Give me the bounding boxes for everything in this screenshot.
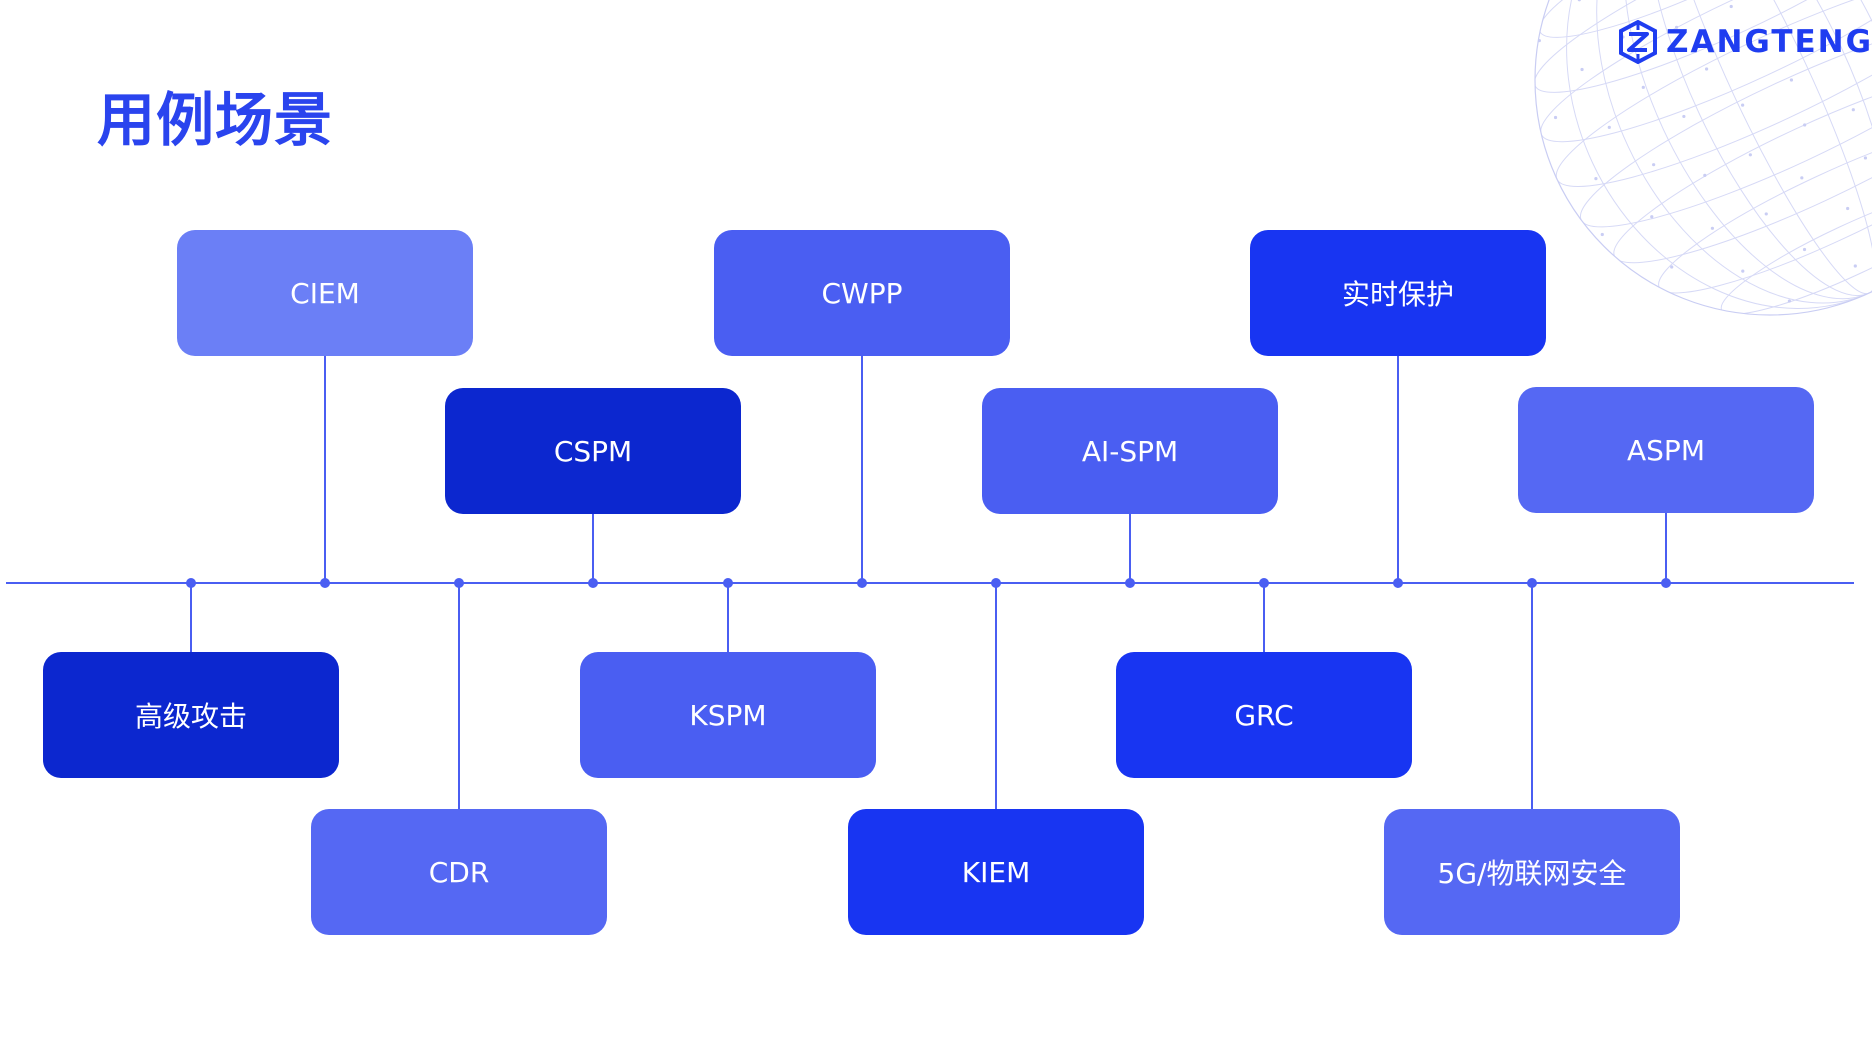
node-label: CDR bbox=[428, 855, 490, 889]
zangteng-logo-icon bbox=[1618, 20, 1658, 64]
node-grc: GRC bbox=[1116, 652, 1412, 778]
node-label: CSPM bbox=[553, 434, 633, 468]
junction-dot-ai-spm bbox=[1125, 578, 1135, 588]
node-label: KSPM bbox=[689, 698, 767, 732]
node-label: CWPP bbox=[821, 276, 903, 310]
node-kiem: KIEM bbox=[848, 809, 1144, 935]
node-cspm: CSPM bbox=[445, 388, 741, 514]
node-label: CIEM bbox=[290, 276, 360, 310]
junction-dot-aspm bbox=[1661, 578, 1671, 588]
junction-dot-advanced-attack bbox=[186, 578, 196, 588]
node-label: GRC bbox=[1234, 698, 1294, 732]
junction-dot-cspm bbox=[588, 578, 598, 588]
node-label: 高级攻击 bbox=[134, 700, 247, 733]
node-cdr: CDR bbox=[311, 809, 607, 935]
node-label: 实时保护 bbox=[1341, 278, 1454, 311]
logo-wordmark: ZANGTENG bbox=[1666, 24, 1872, 60]
node-realtime-protection: 实时保护 bbox=[1250, 230, 1546, 356]
node-5g-iot-security: 5G/物联网安全 bbox=[1384, 809, 1680, 935]
node-label: KIEM bbox=[961, 855, 1031, 889]
brand-logo: ZANGTENG bbox=[1618, 20, 1872, 64]
junction-dot-kiem bbox=[991, 578, 1001, 588]
junction-dot-ciem bbox=[320, 578, 330, 588]
node-aspm: ASPM bbox=[1518, 387, 1814, 513]
junction-dot-realtime-protection bbox=[1393, 578, 1403, 588]
junction-dot-kspm bbox=[723, 578, 733, 588]
node-ai-spm: AI-SPM bbox=[982, 388, 1278, 514]
node-advanced-attack: 高级攻击 bbox=[43, 652, 339, 778]
junction-dot-cdr bbox=[454, 578, 464, 588]
node-kspm: KSPM bbox=[580, 652, 876, 778]
node-ciem: CIEM bbox=[177, 230, 473, 356]
junction-dot-5g-iot-security bbox=[1527, 578, 1537, 588]
junction-dot-grc bbox=[1259, 578, 1269, 588]
node-label: 5G/物联网安全 bbox=[1437, 857, 1627, 890]
node-cwpp: CWPP bbox=[714, 230, 1010, 356]
node-label: ASPM bbox=[1627, 433, 1705, 467]
node-label: AI-SPM bbox=[1081, 434, 1179, 468]
junction-dot-cwpp bbox=[857, 578, 867, 588]
page-title: 用例场景 bbox=[97, 86, 334, 154]
